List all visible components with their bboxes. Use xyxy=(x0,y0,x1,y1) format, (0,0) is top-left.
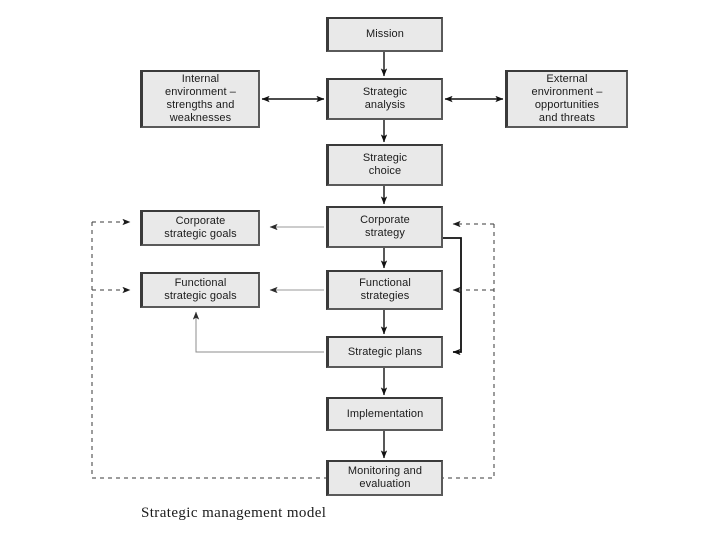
node-strategic-choice[interactable]: Strategic choice xyxy=(326,144,443,186)
node-mission[interactable]: Mission xyxy=(326,17,443,52)
node-implementation[interactable]: Implementation xyxy=(326,397,443,431)
edge-feedback-left-trunk xyxy=(91,222,384,479)
node-strategic-analysis[interactable]: Strategic analysis xyxy=(326,78,443,120)
node-functional-strategic-goals[interactable]: Functional strategic goals xyxy=(140,272,260,308)
node-monitoring-and-evaluation[interactable]: Monitoring and evaluation xyxy=(326,460,443,496)
node-external-environment[interactable]: External environment – opportunities and… xyxy=(505,70,628,128)
diagram-caption: Strategic management model xyxy=(141,505,327,521)
node-strategic-plans[interactable]: Strategic plans xyxy=(326,336,443,368)
edge-plans-to-functional-goals xyxy=(192,311,324,353)
node-internal-environment[interactable]: Internal environment – strengths and wea… xyxy=(140,70,260,128)
edge-corporate-bypass-to-plans xyxy=(443,237,462,356)
node-corporate-strategic-goals[interactable]: Corporate strategic goals xyxy=(140,210,260,246)
node-functional-strategies[interactable]: Functional strategies xyxy=(326,270,443,310)
node-corporate-strategy[interactable]: Corporate strategy xyxy=(326,206,443,248)
